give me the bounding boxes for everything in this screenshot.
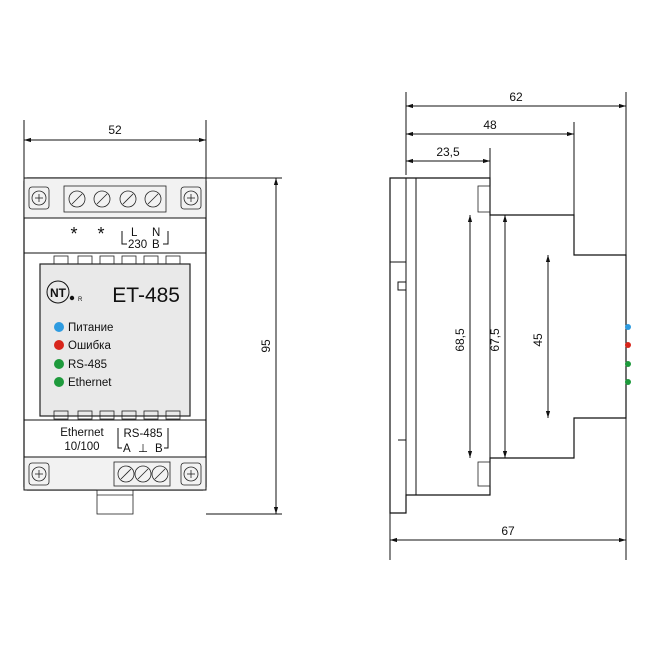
power-led-icon — [54, 322, 64, 332]
side-view: 62 48 23,5 — [389, 90, 631, 560]
dimension-45-label: 45 — [531, 333, 545, 347]
side-power-led-icon — [625, 324, 631, 330]
dimension-67-label: 67 — [501, 524, 515, 538]
terminal-star-2: * — [97, 224, 104, 244]
terminal-screw-icon — [134, 465, 152, 483]
dimension-h-45: 45 — [531, 255, 551, 418]
dimension-23-5-label: 23,5 — [436, 145, 460, 159]
led-ethernet: Ethernet — [54, 377, 112, 389]
side-error-led-icon — [625, 342, 631, 348]
ground-symbol: ⊥ — [138, 443, 148, 455]
bottom-terminal-strip — [113, 461, 171, 487]
top-right-screw-icon — [180, 186, 202, 210]
led-error: Ошибка — [54, 340, 111, 352]
terminal-screw-icon — [93, 190, 111, 208]
bottom-terminal-block — [23, 456, 207, 515]
terminal-label-B2: B — [155, 443, 163, 455]
dimension-48-label: 48 — [483, 118, 497, 132]
led-power: Питание — [54, 322, 113, 334]
side-rs485-led-icon — [625, 361, 631, 367]
dimension-height: 95 — [206, 177, 282, 515]
terminal-star-1: * — [70, 224, 77, 244]
terminal-screw-icon — [68, 190, 86, 208]
error-led-icon — [54, 340, 64, 350]
dimension-62-label: 62 — [509, 90, 523, 104]
terminal-label-A: A — [123, 443, 131, 455]
terminal-label-N: N — [152, 227, 160, 239]
ethernet-port-icon — [96, 489, 134, 515]
led-ethernet-label: Ethernet — [68, 377, 112, 389]
brand-logo-mark: NT — [50, 286, 67, 300]
rs485-led-icon — [54, 359, 64, 369]
terminal-label-L: L — [131, 227, 138, 239]
brand-logo-reg: R — [78, 297, 83, 303]
dimension-bottom-depth: 67 — [389, 418, 627, 560]
dimension-h-67-5: 67,5 — [488, 215, 508, 458]
dimension-depth-48: 48 — [406, 118, 575, 215]
led-rs485: RS-485 — [54, 359, 107, 371]
dimension-depth-23: 23,5 — [406, 145, 491, 180]
dimension-height-label: 95 — [259, 339, 273, 353]
dimension-width-label: 52 — [108, 123, 122, 137]
side-ethernet-led-icon — [625, 379, 631, 385]
ethernet-port-label: Ethernet — [60, 427, 104, 439]
brand-logo: NT R — [46, 280, 83, 304]
top-left-screw-icon — [28, 186, 50, 210]
top-terminal-labels: * * L N 230 B — [24, 217, 206, 254]
terminal-screw-icon — [144, 190, 162, 208]
front-panel — [39, 263, 191, 417]
led-list: Питание Ошибка RS-485 Ethernet — [54, 322, 113, 389]
terminal-screw-icon — [151, 465, 169, 483]
led-power-label: Питание — [68, 322, 113, 334]
dimension-h-68-5: 68,5 — [453, 215, 473, 458]
bottom-left-screw-icon — [28, 462, 50, 486]
dimension-68-5-label: 68,5 — [453, 328, 467, 352]
top-terminal-strip — [63, 185, 167, 213]
led-rs485-label: RS-485 — [68, 359, 107, 371]
terminal-screw-icon — [117, 465, 135, 483]
bottom-vent-row — [53, 410, 181, 420]
ethernet-speed-label: 10/100 — [64, 441, 99, 453]
led-error-label: Ошибка — [68, 340, 111, 352]
front-view: 52 95 — [23, 120, 282, 515]
terminal-screw-icon — [119, 190, 137, 208]
ethernet-led-icon — [54, 377, 64, 387]
terminal-label-B: B — [152, 239, 160, 251]
rs485-terminal-label: RS-485 — [124, 428, 163, 440]
model-title: ET-485 — [112, 284, 180, 307]
dimension-67-5-label: 67,5 — [488, 328, 502, 352]
dimension-width: 52 — [23, 120, 207, 178]
terminal-label-230: 230 — [128, 239, 147, 251]
top-terminal-block — [23, 177, 207, 219]
bottom-right-screw-icon — [180, 462, 202, 486]
side-body-outline — [389, 177, 631, 514]
